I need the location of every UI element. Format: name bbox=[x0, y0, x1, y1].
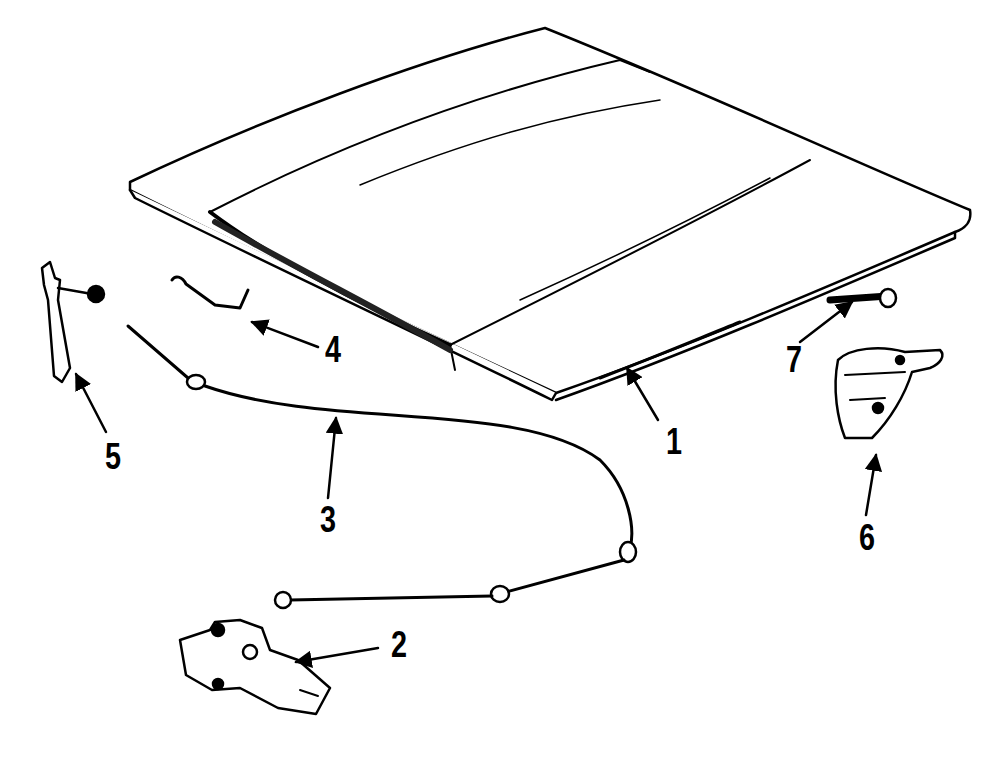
callout-number: 4 bbox=[325, 332, 341, 368]
callout-number: 7 bbox=[786, 342, 802, 378]
callout-number: 5 bbox=[105, 439, 121, 475]
callout-number: 6 bbox=[859, 520, 875, 556]
callout-number: 1 bbox=[666, 424, 682, 460]
callout-number: 3 bbox=[320, 502, 336, 538]
callout-number: 2 bbox=[391, 627, 407, 663]
